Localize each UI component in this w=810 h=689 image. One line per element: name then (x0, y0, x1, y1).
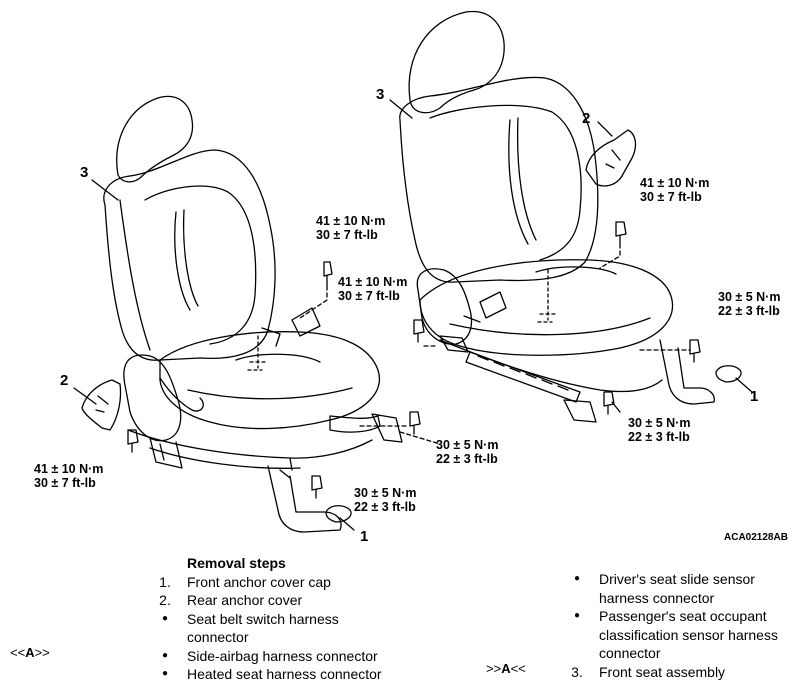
tag-suffix: << (510, 661, 526, 676)
step-text: Heated seat harness connector (187, 666, 382, 682)
torque-nm: 41 ± 10 N·m (640, 176, 710, 190)
torque-nm: 30 ± 5 N·m (628, 416, 691, 430)
list-item: connector (566, 644, 810, 663)
torque-ftlb: 22 ± 3 ft-lb (628, 430, 690, 444)
torque-nm: 41 ± 10 N·m (316, 214, 386, 228)
removal-steps-title: Removal steps (187, 554, 487, 573)
left-torque-rear: 41 ± 10 N·m 30 ± 7 ft-lb (34, 462, 103, 490)
right-seat-drawing (389, 10, 753, 423)
right-torque-front-leg: 30 ± 5 N·m 22 ± 3 ft-lb (718, 290, 780, 318)
torque-nm: 41 ± 10 N·m (34, 462, 104, 476)
right-torque-upper: 41 ± 10 N·m 30 ± 7 ft-lb (640, 176, 709, 204)
removal-title: Removal steps (187, 555, 286, 571)
step-text: Passenger's seat occupant (599, 608, 767, 624)
list-item: classification sensor harness (566, 626, 810, 645)
bullet-icon: ● (161, 649, 169, 661)
tag-suffix: >> (34, 645, 50, 660)
step-number: 2. (159, 592, 171, 608)
list-item: ● Side-airbag harness connector (154, 647, 454, 666)
left-seat-drawing (73, 95, 441, 533)
bullet-icon: ● (573, 610, 581, 621)
list-item: 2. Rear anchor cover (154, 591, 454, 610)
step-text: connector (599, 645, 661, 661)
list-item: connector (154, 628, 454, 647)
list-item: 3. Front seat assembly (566, 663, 810, 682)
figure-id: ACA02128AB (724, 532, 788, 543)
right-seat-label-1: 1 (750, 388, 759, 405)
torque-ftlb: 22 ± 3 ft-lb (354, 500, 416, 514)
tag-prefix: >> (486, 661, 502, 676)
list-item: ● Passenger's seat occupant (566, 607, 810, 626)
left-seat-label-3: 3 (80, 164, 89, 181)
list-item: ● Driver's seat slide sensor (566, 570, 810, 589)
left-torque-middle: 41 ± 10 N·m 30 ± 7 ft-lb (338, 275, 407, 303)
torque-ftlb: 30 ± 7 ft-lb (34, 476, 96, 490)
torque-ftlb: 22 ± 3 ft-lb (718, 304, 780, 318)
tag-prefix: << (10, 645, 26, 660)
tag-key: A (25, 645, 35, 660)
list-item: 1. Front anchor cover cap (154, 573, 454, 592)
step-number: 1. (159, 573, 171, 590)
step-number: 3. (571, 663, 583, 680)
left-torque-front-right: 30 ± 5 N·m 22 ± 3 ft-lb (436, 438, 498, 466)
step-text: Front anchor cover cap (187, 573, 331, 590)
left-torque-front-left: 30 ± 5 N·m 22 ± 3 ft-lb (354, 486, 416, 514)
right-seat-label-3: 3 (376, 86, 385, 103)
step-text: Seat belt switch harness (187, 610, 339, 627)
list-item: harness connector (566, 589, 810, 608)
step-text: connector (187, 629, 249, 645)
left-torque-upper: 41 ± 10 N·m 30 ± 7 ft-lb (316, 214, 385, 242)
removal-list-col1: 1. Front anchor cover cap 2. Rear anchor co… (154, 573, 454, 684)
torque-ftlb: 30 ± 7 ft-lb (316, 228, 378, 242)
removal-steps-right: ● Driver's seat slide sensor harness conne… (566, 570, 810, 681)
step-text: harness connector (599, 589, 715, 606)
bullet-icon: ● (161, 612, 169, 624)
step-text: Rear anchor cover (187, 592, 303, 608)
torque-nm: 30 ± 5 N·m (354, 486, 417, 500)
step-text: classification sensor harness (599, 626, 778, 643)
list-item: ● Seat belt switch harness (154, 610, 454, 629)
list-item: ● Heated seat harness connector (154, 665, 454, 684)
step-text: Side-airbag harness connector (187, 647, 378, 664)
step-text: Front seat assembly (599, 663, 726, 680)
removal-list-col2: ● Driver's seat slide sensor harness conne… (566, 570, 810, 681)
right-torque-front: 30 ± 5 N·m 22 ± 3 ft-lb (628, 416, 690, 444)
torque-nm: 30 ± 5 N·m (718, 290, 781, 304)
torque-ftlb: 30 ± 7 ft-lb (338, 289, 400, 303)
right-seat-label-2: 2 (582, 110, 591, 127)
tag-key: A (501, 661, 511, 676)
bullet-icon: ● (161, 668, 169, 679)
torque-ftlb: 30 ± 7 ft-lb (640, 190, 702, 204)
bullet-icon: ● (573, 573, 581, 584)
torque-ftlb: 22 ± 3 ft-lb (436, 452, 498, 466)
torque-nm: 41 ± 10 N·m (338, 275, 408, 289)
left-seat-label-2: 2 (60, 372, 69, 389)
reference-tag-removal: <<A>> (10, 645, 50, 660)
torque-nm: 30 ± 5 N·m (436, 438, 499, 452)
seat-removal-diagram (73, 10, 753, 533)
reference-tag-installation: >>A<< (486, 661, 526, 676)
step-text: Driver's seat slide sensor (599, 571, 755, 587)
left-seat-label-1: 1 (360, 528, 369, 545)
